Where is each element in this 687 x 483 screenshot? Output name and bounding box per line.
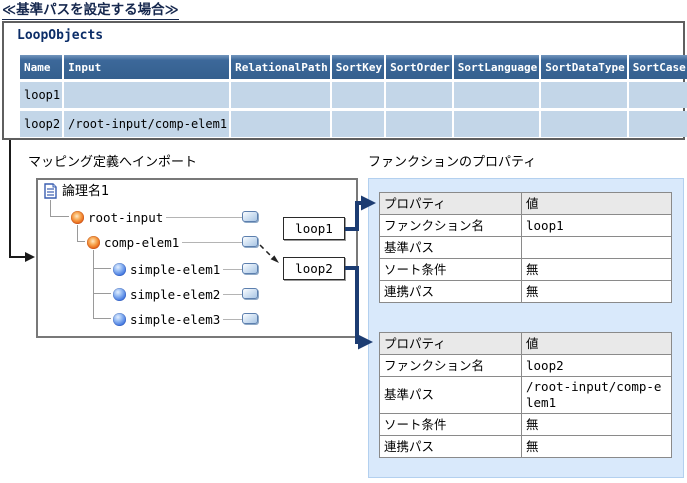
tree-node-label: root-input — [88, 210, 164, 225]
function-box-label: loop2 — [295, 261, 333, 276]
tree-branch-line — [93, 294, 111, 319]
table-cell — [541, 111, 627, 137]
node-handle — [242, 288, 258, 299]
table-cell: loop2 — [20, 111, 63, 137]
function-properties-panel: プロパティ 値 ファンクション名 loop1 基準パス ソート条件 無 連携パス… — [368, 178, 684, 478]
property-value: loop2 — [521, 354, 672, 377]
table-cell — [331, 111, 385, 137]
simple-element-icon — [113, 313, 126, 326]
tree-branch-line — [93, 250, 111, 269]
mapping-section-label: マッピング定義へインポート — [28, 155, 198, 170]
complex-element-icon — [71, 211, 84, 224]
property-name: ファンクション名 — [379, 214, 522, 237]
node-lead-line — [223, 269, 242, 270]
tree-node-label: simple-elem3 — [130, 312, 221, 327]
property-row: 基準パス — [379, 236, 672, 259]
node-handle — [242, 313, 258, 324]
property-header-row: プロパティ 値 — [379, 192, 672, 215]
node-lead-line — [182, 242, 242, 243]
node-lead-line — [223, 319, 242, 320]
property-value: loop1 — [521, 214, 672, 237]
function-box-label: loop1 — [295, 221, 333, 236]
node-handle — [242, 263, 258, 274]
property-value: 無 — [521, 435, 672, 458]
tree-branch-line — [93, 269, 111, 294]
table-cell — [541, 82, 627, 108]
column-header-name: Name — [20, 55, 63, 79]
property-value: 無 — [521, 413, 672, 436]
tree-node-label: simple-elem1 — [130, 262, 221, 277]
loop-objects-box: LoopObjects Name Input RelationalPath So… — [2, 21, 687, 140]
property-row: ファンクション名 loop1 — [379, 214, 672, 237]
property-value: /root-input/comp-elem1 — [521, 376, 672, 414]
table-cell — [453, 111, 540, 137]
simple-element-icon — [113, 288, 126, 301]
property-name: ソート条件 — [379, 413, 522, 436]
property-name: 連携パス — [379, 280, 522, 303]
complex-element-icon — [87, 236, 100, 249]
table-cell — [231, 82, 330, 108]
node-lead-line — [166, 217, 242, 218]
table-cell — [231, 111, 330, 137]
property-table-loop2: プロパティ 値 ファンクション名 loop2 基準パス /root-input/… — [379, 332, 672, 458]
simple-element-icon — [113, 263, 126, 276]
table-cell — [386, 111, 452, 137]
column-header-relationalpath: RelationalPath — [231, 55, 330, 79]
property-name: 連携パス — [379, 435, 522, 458]
table-cell — [64, 82, 230, 108]
table-cell: /root-input/comp-elem1 — [64, 111, 230, 137]
tree-branch-line — [50, 200, 69, 217]
property-column-header: プロパティ — [379, 192, 522, 215]
property-row: 連携パス 無 — [379, 435, 672, 458]
figure-title: ≪基準パスを設定する場合≫ — [2, 2, 179, 20]
property-row: ファンクション名 loop2 — [379, 354, 672, 377]
property-value: 無 — [521, 280, 672, 303]
column-header-sortkey: SortKey — [331, 55, 385, 79]
value-column-header: 値 — [521, 192, 672, 215]
column-header-sortcase: SortCase — [628, 55, 687, 79]
table-cell — [331, 82, 385, 108]
property-value — [521, 236, 672, 259]
table-cell: loop1 — [20, 82, 63, 108]
document-icon — [44, 183, 57, 199]
property-name: ソート条件 — [379, 258, 522, 281]
property-name: ファンクション名 — [379, 354, 522, 377]
properties-section-label: ファンクションのプロパティ — [368, 155, 537, 170]
tree-branch-line — [77, 225, 85, 242]
property-row: 基準パス /root-input/comp-elem1 — [379, 376, 672, 414]
function-box-loop2: loop2 — [283, 257, 345, 280]
column-header-sortlanguage: SortLanguage — [453, 55, 540, 79]
table-header-row: Name Input RelationalPath SortKey SortOr… — [20, 55, 687, 79]
property-column-header: プロパティ — [379, 332, 522, 355]
loop-objects-table: Name Input RelationalPath SortKey SortOr… — [18, 52, 687, 140]
column-header-input: Input — [64, 55, 230, 79]
property-name: 基準パス — [379, 376, 522, 414]
node-handle — [242, 236, 258, 247]
node-lead-line — [223, 294, 242, 295]
table-cell — [453, 82, 540, 108]
property-row: ソート条件 無 — [379, 258, 672, 281]
node-handle — [242, 211, 258, 222]
property-value: 無 — [521, 258, 672, 281]
property-header-row: プロパティ 値 — [379, 332, 672, 355]
tree-node-label: comp-elem1 — [104, 235, 180, 250]
table-row-loop2: loop2 /root-input/comp-elem1 — [20, 111, 687, 137]
column-header-sortdatatype: SortDataType — [541, 55, 627, 79]
table-row-loop1: loop1 — [20, 82, 687, 108]
tree-root-label: 論理名1 — [62, 184, 110, 199]
property-row: ソート条件 無 — [379, 413, 672, 436]
value-column-header: 値 — [521, 332, 672, 355]
function-box-loop1: loop1 — [283, 217, 345, 240]
table-cell — [386, 82, 452, 108]
loop-objects-label: LoopObjects — [17, 28, 104, 43]
property-name: 基準パス — [379, 236, 522, 259]
property-table-loop1: プロパティ 値 ファンクション名 loop1 基準パス ソート条件 無 連携パス… — [379, 192, 672, 303]
table-cell — [628, 111, 687, 137]
tree-node-label: simple-elem2 — [130, 287, 221, 302]
table-cell — [628, 82, 687, 108]
property-row: 連携パス 無 — [379, 280, 672, 303]
column-header-sortorder: SortOrder — [386, 55, 452, 79]
